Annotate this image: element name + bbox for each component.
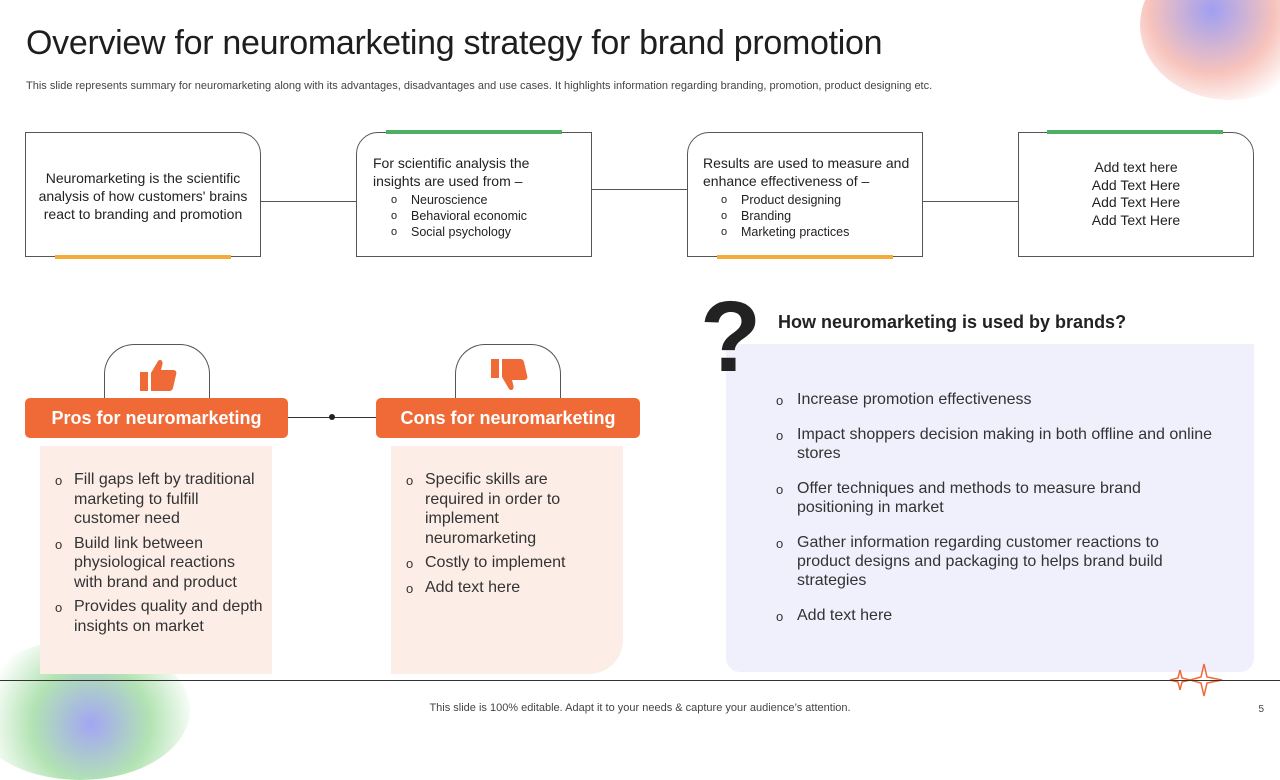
accent-bar (386, 130, 562, 134)
pros-icon-tab (104, 344, 210, 402)
accent-bar (55, 255, 231, 259)
cons-panel (391, 446, 623, 674)
placeholder-lines: Add text here Add Text Here Add Text Her… (1091, 159, 1181, 228)
flow-box-placeholder: Add text here Add Text Here Add Text Her… (1018, 132, 1254, 257)
slide-title: Overview for neuromarketing strategy for… (26, 24, 883, 62)
pros-panel (40, 446, 272, 674)
thumbs-up-icon (140, 360, 177, 391)
pros-header: Pros for neuromarketing (25, 398, 288, 438)
page-number: 5 (1258, 704, 1264, 715)
flow-connector-2 (592, 189, 687, 190)
decorative-blob-top-right (1140, 0, 1280, 100)
flow-connector-3 (923, 201, 1018, 202)
sources-intro: For scientific analysis the insights are… (373, 155, 530, 189)
cons-icon-tab (455, 344, 561, 402)
footer-note: This slide is 100% editable. Adapt it to… (429, 702, 851, 714)
slide-subtitle: This slide represents summary for neurom… (26, 80, 933, 92)
flow-connector-1 (261, 201, 356, 202)
sparkle-icon (1169, 663, 1223, 697)
connector-dot (329, 414, 335, 420)
thumbs-down-icon (491, 359, 528, 390)
accent-bar (1047, 130, 1223, 134)
flow-box-definition: Neuromarketing is the scientific analysi… (25, 132, 261, 257)
flow-box-results: Results are used to measure and enhance … (687, 132, 923, 257)
usage-title: How neuromarketing is used by brands? (778, 312, 1127, 332)
usage-panel (726, 344, 1254, 672)
question-mark-icon: ? (700, 281, 762, 393)
cons-header: Cons for neuromarketing (376, 398, 640, 438)
accent-bar (717, 255, 893, 259)
flow-box-sources: For scientific analysis the insights are… (356, 132, 592, 257)
definition-text: Neuromarketing is the scientific analysi… (38, 170, 248, 222)
footer-divider (0, 680, 1280, 681)
results-intro: Results are used to measure and enhance … (703, 155, 910, 189)
